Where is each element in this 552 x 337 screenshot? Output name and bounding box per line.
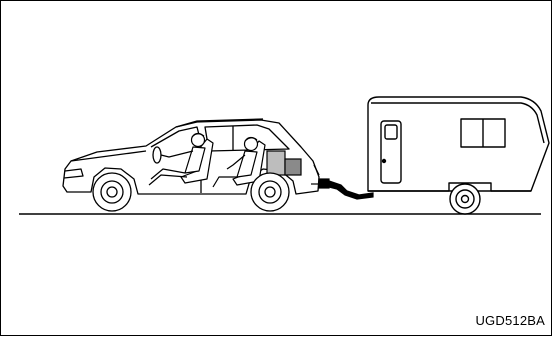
figure-code: UGD512BA: [475, 313, 545, 328]
trailer-icon: [368, 97, 549, 214]
hitch-icon: [311, 179, 373, 199]
